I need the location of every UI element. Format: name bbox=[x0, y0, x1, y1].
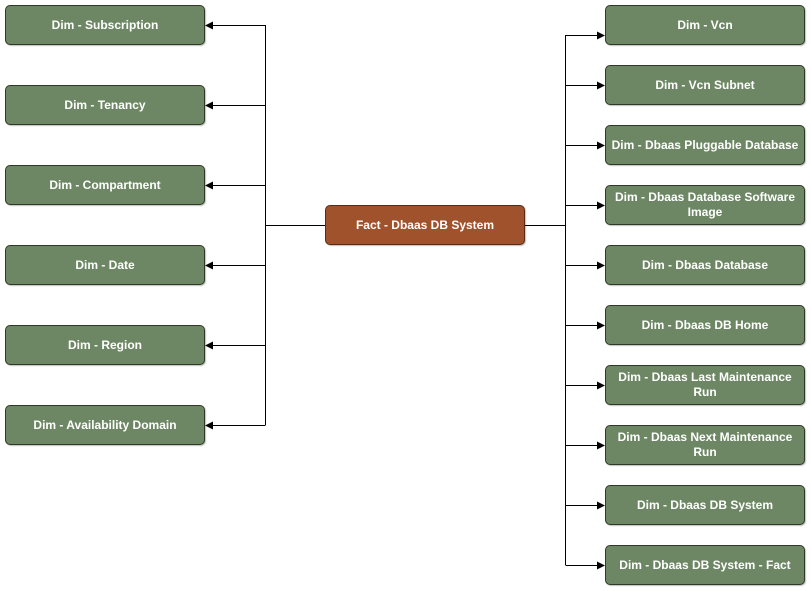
dim-tenancy-node[interactable]: Dim - Tenancy bbox=[5, 85, 205, 125]
node-label: Dim - Dbaas Pluggable Database bbox=[611, 137, 799, 152]
dim-dbaas-pluggable-database-node[interactable]: Dim - Dbaas Pluggable Database bbox=[605, 125, 805, 165]
node-label: Dim - Dbaas Last Maintenance Run bbox=[618, 370, 792, 399]
dim-dbaas-last-maintenance-run-node[interactable]: Dim - Dbaas Last Maintenance Run bbox=[605, 365, 805, 405]
node-label: Dim - Dbaas Database Software Image bbox=[614, 190, 796, 219]
dim-subscription-node[interactable]: Dim - Subscription bbox=[5, 5, 205, 45]
node-label: Dim - Dbaas Database bbox=[641, 257, 769, 272]
node-label: Dim - Date bbox=[75, 257, 135, 272]
dim-dbaas-database-node[interactable]: Dim - Dbaas Database bbox=[605, 245, 805, 285]
dim-dbaas-next-maintenance-run-node[interactable]: Dim - Dbaas Next Maintenance Run bbox=[605, 425, 805, 465]
node-label: Dim - Availability Domain bbox=[33, 417, 177, 432]
fact-node-label: Fact - Dbaas DB System bbox=[355, 217, 495, 232]
node-label: Dim - Compartment bbox=[49, 177, 161, 192]
dim-availability-domain-node[interactable]: Dim - Availability Domain bbox=[5, 405, 205, 445]
node-label: Dim - Dbaas Next Maintenance Run bbox=[617, 430, 793, 459]
dim-vcn-subnet-node[interactable]: Dim - Vcn Subnet bbox=[605, 65, 805, 105]
dim-compartment-node[interactable]: Dim - Compartment bbox=[5, 165, 205, 205]
dim-dbaas-db-home-node[interactable]: Dim - Dbaas DB Home bbox=[605, 305, 805, 345]
node-label: Dim - Subscription bbox=[51, 17, 159, 32]
fact-dbaas-db-system-node[interactable]: Fact - Dbaas DB System bbox=[325, 205, 525, 245]
node-label: Dim - Dbaas DB System - Fact bbox=[619, 557, 791, 572]
node-label: Dim - Tenancy bbox=[64, 97, 146, 112]
dim-vcn-node[interactable]: Dim - Vcn bbox=[605, 5, 805, 45]
node-label: Dim - Dbaas DB System bbox=[636, 497, 774, 512]
node-label: Dim - Vcn Subnet bbox=[655, 77, 755, 92]
dim-dbaas-db-system-fact-node[interactable]: Dim - Dbaas DB System - Fact bbox=[605, 545, 805, 585]
node-label: Dim - Dbaas DB Home bbox=[641, 317, 769, 332]
node-label: Dim - Region bbox=[68, 337, 142, 352]
dim-region-node[interactable]: Dim - Region bbox=[5, 325, 205, 365]
dim-date-node[interactable]: Dim - Date bbox=[5, 245, 205, 285]
dim-dbaas-database-software-image-node[interactable]: Dim - Dbaas Database Software Image bbox=[605, 185, 805, 225]
dim-dbaas-db-system-node[interactable]: Dim - Dbaas DB System bbox=[605, 485, 805, 525]
node-label: Dim - Vcn bbox=[677, 17, 733, 32]
